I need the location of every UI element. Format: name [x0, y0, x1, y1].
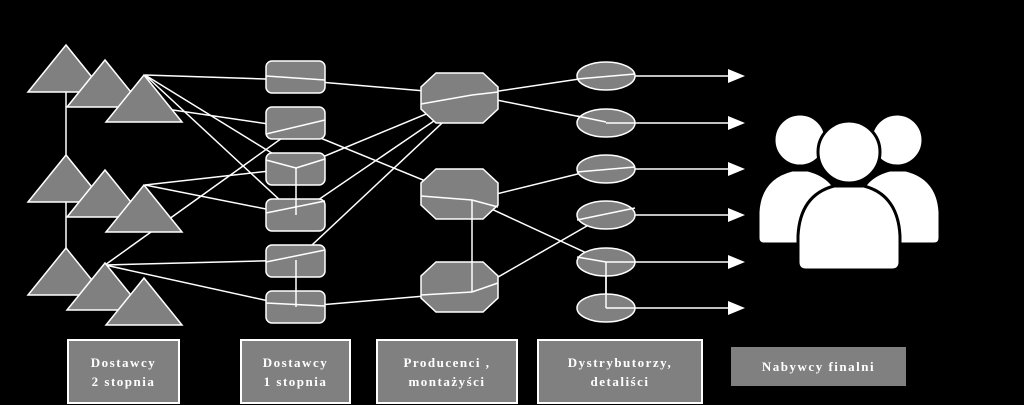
label-final-buyers: Nabywcy finalni: [731, 347, 906, 386]
label-distributors-line2: detaliści: [590, 373, 650, 389]
label-producers-line1: Producenci ,: [403, 354, 491, 370]
triangle-icon: [104, 73, 184, 123]
octagon-icon: [420, 261, 499, 313]
label-tier2-line2: 2 stopnia: [91, 373, 156, 389]
ellipse-icon: [576, 200, 636, 230]
label-final-buyers-line1: Nabywcy finalni: [761, 359, 876, 374]
octagon-icon: [420, 72, 499, 124]
triangle-icon: [26, 43, 106, 93]
arrow-right-icon: [728, 255, 745, 269]
triangle-icon: [26, 153, 106, 203]
person-center: [796, 119, 902, 272]
triangle-icon: [65, 58, 145, 108]
triangle-icon: [65, 261, 145, 311]
producers: [420, 72, 499, 313]
label-distributors: Dystrybutorzy, detaliści: [537, 339, 703, 404]
arrow-right-icon: [728, 301, 745, 315]
arrow-right-icon: [728, 116, 745, 130]
arrow-right-icon: [728, 208, 745, 222]
producer-overlay-lines: [420, 91, 499, 296]
triangle-icon: [65, 168, 145, 218]
label-producers-line2: montażyści: [408, 373, 486, 389]
label-tier2-line1: Dostawcy: [90, 354, 157, 370]
arrow-right-icon: [728, 162, 745, 176]
rounded-rectangle-icon: [265, 60, 326, 94]
label-tier2-suppliers: Dostawcy 2 stopnia: [67, 339, 180, 404]
arrowheads: [728, 69, 745, 315]
label-tier1-line2: 1 stopnia: [263, 373, 328, 389]
triangle-icon: [104, 183, 184, 233]
tier2-suppliers: [26, 43, 184, 326]
triangle-icon: [26, 246, 106, 296]
label-tier1-line1: Dostawcy: [262, 354, 329, 370]
label-tier1-suppliers: Dostawcy 1 stopnia: [240, 339, 351, 404]
octagon-icon: [420, 168, 499, 220]
label-distributors-line1: Dystrybutorzy,: [567, 354, 673, 370]
triangle-icon: [104, 276, 184, 326]
label-producers: Producenci , montażyści: [376, 339, 518, 404]
people-group-icon: [756, 112, 942, 272]
rounded-rectangle-icon: [265, 106, 326, 140]
arrow-right-icon: [728, 69, 745, 83]
overlay-lines: [265, 73, 636, 309]
